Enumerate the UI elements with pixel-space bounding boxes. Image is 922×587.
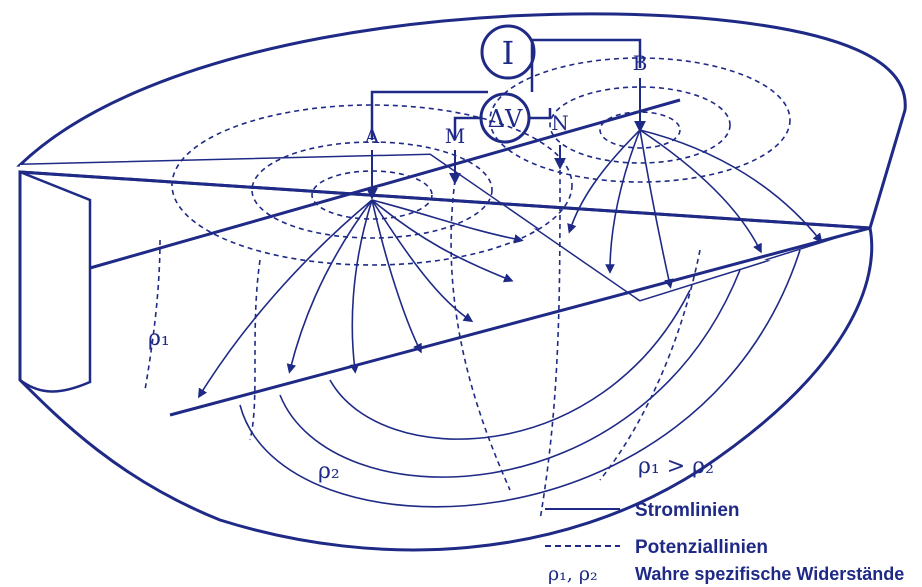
current-lines-deep	[239, 249, 801, 508]
current-lines-b	[567, 129, 823, 289]
legend-stromlinien: Stromlinien	[635, 500, 740, 521]
label-b: B	[633, 51, 648, 75]
label-n: N	[551, 111, 569, 135]
surface-potential-lines	[171, 57, 791, 266]
label-a: A	[364, 124, 380, 148]
voltage-meter-label: ΔV	[488, 105, 523, 133]
layer-boundary	[169, 226, 871, 417]
cross-section-face	[18, 170, 874, 552]
current-lines-a	[197, 199, 524, 399]
left-side-face	[18, 170, 92, 393]
circuit-wires	[370, 38, 642, 140]
legend-widerstaende: Wahre spezifische Widerstände	[635, 564, 904, 584]
surface-front-strip	[20, 155, 870, 300]
current-meter-label: I	[502, 34, 515, 72]
current-meter	[480, 24, 536, 80]
label-rho2: ρ₂	[318, 459, 340, 484]
legend-potenziallinien: Potenziallinien	[635, 537, 768, 558]
slope-line-upper	[89, 98, 681, 270]
label-relation: ρ₁ > ρ₂	[638, 454, 714, 479]
section-potential-lines	[144, 169, 701, 521]
electrode-arrows	[366, 78, 646, 200]
legend-symbols: ρ₁, ρ₂	[548, 563, 598, 585]
label-m: M	[445, 124, 465, 148]
label-rho1: ρ₁	[148, 326, 170, 351]
top-edge-line	[19, 170, 871, 230]
voltage-meter	[479, 92, 531, 144]
ground-surface	[16, 12, 907, 302]
